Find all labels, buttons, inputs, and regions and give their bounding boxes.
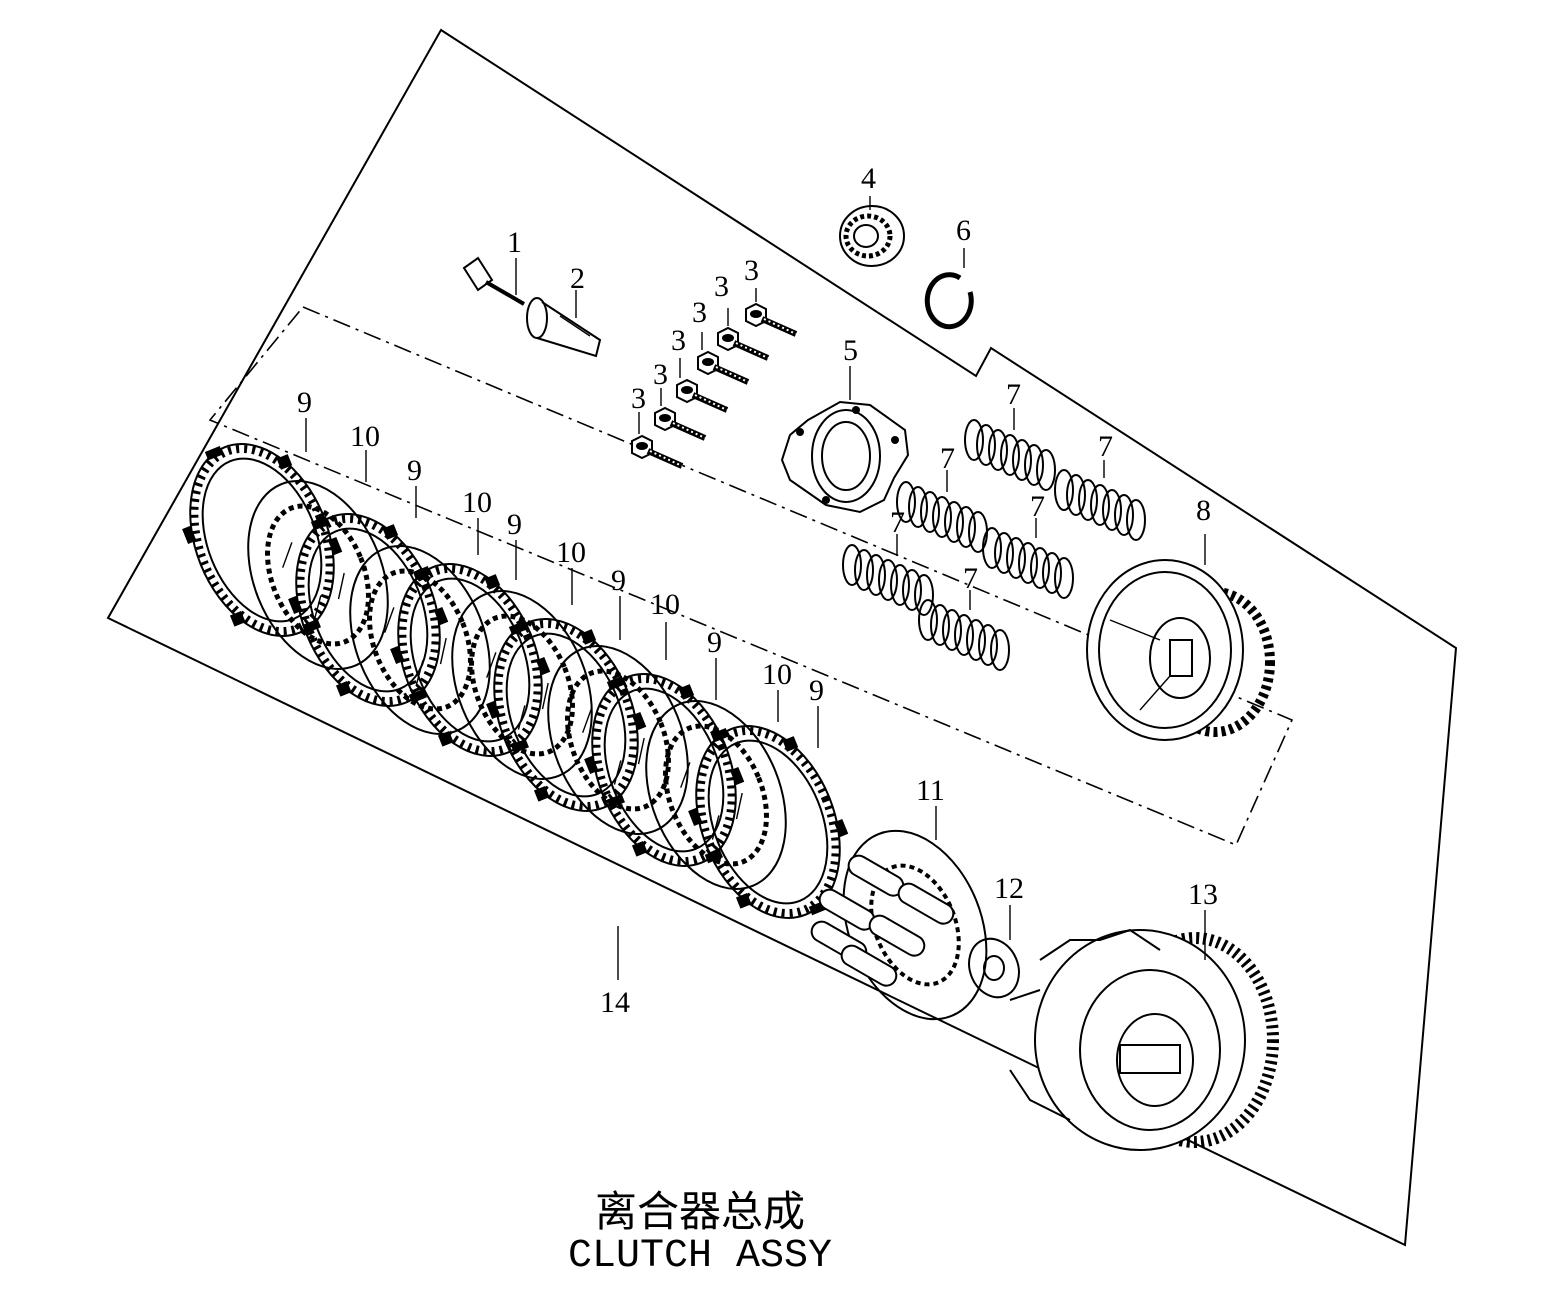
clutch-spring-parts — [842, 408, 1146, 671]
callout-13: 13 — [1188, 878, 1218, 911]
callout-7f: 7 — [963, 562, 978, 595]
callout-5: 5 — [843, 334, 858, 367]
callout-3c: 3 — [692, 296, 707, 329]
circlip-part — [924, 248, 974, 330]
lifter-plate-part — [810, 806, 988, 1021]
callout-9b: 9 — [407, 454, 422, 487]
callout-9f: 9 — [809, 674, 824, 707]
callout-10d: 10 — [650, 588, 680, 621]
callout-12: 12 — [994, 872, 1024, 905]
callout-1: 1 — [507, 226, 522, 259]
callout-4: 4 — [861, 162, 876, 195]
bearing-part — [839, 196, 905, 267]
callout-3a: 3 — [744, 254, 759, 287]
callout-8: 8 — [1196, 494, 1211, 527]
callout-9e: 9 — [707, 626, 722, 659]
callout-9c: 9 — [507, 508, 522, 541]
lifter-rod-part — [526, 290, 602, 358]
callout-labels: 1 2 3 3 3 3 3 3 4 5 6 7 7 7 7 7 7 8 9 10… — [297, 162, 1218, 1019]
clutch-center-part — [1086, 534, 1275, 741]
assembly-outline — [106, 28, 1458, 1247]
callout-6: 6 — [956, 214, 971, 247]
pressure-plate-part — [780, 366, 910, 514]
callout-3d: 3 — [671, 324, 686, 357]
callout-10e: 10 — [762, 658, 792, 691]
callout-7e: 7 — [890, 506, 905, 539]
callout-7c: 7 — [940, 442, 955, 475]
callout-10b: 10 — [462, 486, 492, 519]
callout-10c: 10 — [556, 536, 586, 569]
callout-3e: 3 — [653, 358, 668, 391]
callout-10a: 10 — [350, 420, 380, 453]
clutch-housing-part — [1009, 910, 1279, 1151]
callout-9a: 9 — [297, 386, 312, 419]
plate-set-outline — [208, 306, 1294, 847]
washer-part — [968, 905, 1020, 999]
callout-7a: 7 — [1006, 378, 1021, 411]
diagram-title-chinese: 离合器总成 — [594, 1187, 805, 1236]
callout-14: 14 — [600, 986, 630, 1019]
callout-3f: 3 — [631, 382, 646, 415]
callout-7d: 7 — [1030, 490, 1045, 523]
callout-7b: 7 — [1098, 430, 1113, 463]
plate-stack — [159, 418, 872, 944]
diagram-title-english: CLUTCH ASSY — [567, 1234, 833, 1279]
callout-3b: 3 — [714, 270, 729, 303]
bolt-parts — [632, 288, 796, 466]
callout-11: 11 — [916, 774, 945, 807]
callout-2: 2 — [570, 262, 585, 295]
callout-9d: 9 — [611, 564, 626, 597]
push-piece-part — [462, 256, 526, 306]
